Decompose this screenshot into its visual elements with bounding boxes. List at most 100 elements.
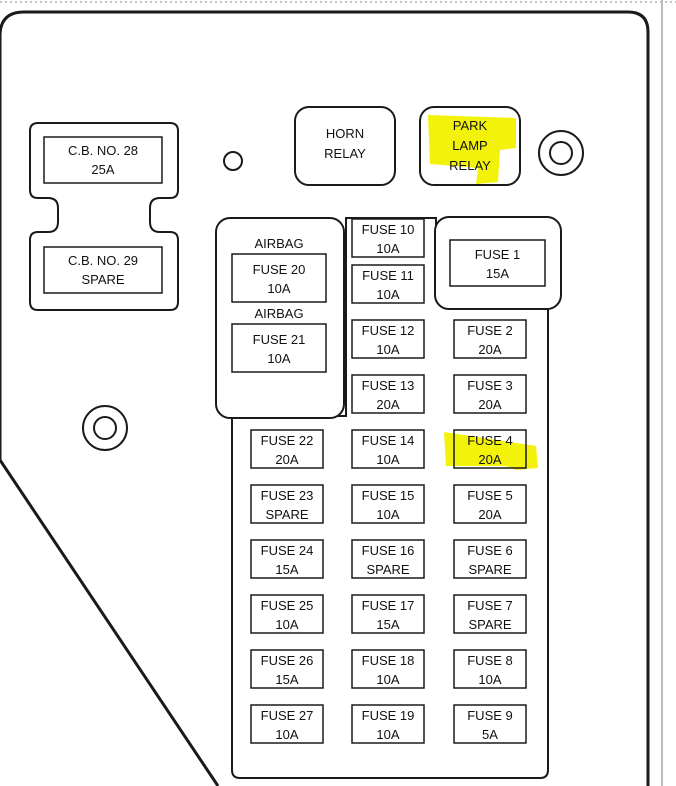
fuse-4-slot <box>453 429 527 469</box>
fuse-8-rating: 10A <box>478 672 501 687</box>
fuse-12-name: FUSE 12 <box>362 323 415 338</box>
fuse-22-slot <box>250 429 324 469</box>
fuse-11-rating: 10A <box>376 287 399 302</box>
fuse-2-rating: 20A <box>478 342 501 357</box>
small-mounting-hole <box>223 151 243 171</box>
fuse-19-name: FUSE 19 <box>362 708 415 723</box>
fuse-17-rating: 15A <box>376 617 399 632</box>
fuse-16-rating: SPARE <box>366 562 409 577</box>
fuse-3-rating: 20A <box>478 397 501 412</box>
left-mounting-hole-outer <box>82 405 128 451</box>
fuse-17-slot <box>351 594 425 634</box>
fuse-23-name: FUSE 23 <box>261 488 314 503</box>
fuse-7-rating: SPARE <box>468 617 511 632</box>
fuse-21-slot <box>231 323 327 373</box>
fuse-14-rating: 10A <box>376 452 399 467</box>
fuse-27-name: FUSE 27 <box>261 708 314 723</box>
fuse-6-slot <box>453 539 527 579</box>
fuse-15-slot <box>351 484 425 524</box>
fuse-24-rating: 15A <box>275 562 298 577</box>
fuse-5-rating: 20A <box>478 507 501 522</box>
circuit-breaker-29-rating: SPARE <box>81 272 124 287</box>
circuit-breaker-holder <box>29 122 179 311</box>
airbag-label-lower: AIRBAG <box>254 306 303 321</box>
fuse-6-name: FUSE 6 <box>467 543 513 558</box>
fuse-9-rating: 5A <box>482 727 498 742</box>
fuse-8-slot <box>453 649 527 689</box>
park-lamp-relay-line-1: PARK <box>453 118 488 133</box>
fuse-11-slot <box>351 264 425 304</box>
fuse-10-rating: 10A <box>376 241 399 256</box>
fuse-23-rating: SPARE <box>265 507 308 522</box>
fuse-8-name: FUSE 8 <box>467 653 513 668</box>
fuse-panel-outline <box>0 10 650 786</box>
fuse-1-slot <box>449 239 546 287</box>
fuse-20-name: FUSE 20 <box>253 262 306 277</box>
fuse-14-name: FUSE 14 <box>362 433 415 448</box>
fuse-2-name: FUSE 2 <box>467 323 513 338</box>
fuse-6-rating: SPARE <box>468 562 511 577</box>
fuse-22-rating: 20A <box>275 452 298 467</box>
park-lamp-relay-highlight <box>428 115 516 184</box>
park-lamp-relay-line-2: LAMP <box>452 138 487 153</box>
fuse-11-name: FUSE 11 <box>362 268 414 283</box>
fuse-1-rating: 15A <box>486 266 509 281</box>
fuse-25-rating: 10A <box>275 617 298 632</box>
fuse-1-name: FUSE 1 <box>475 247 521 262</box>
fuse-10-name: FUSE 10 <box>362 222 415 237</box>
fuse-3-name: FUSE 3 <box>467 378 513 393</box>
fuse-26-rating: 15A <box>275 672 298 687</box>
fuse-12-rating: 10A <box>376 342 399 357</box>
right-mounting-hole-inner <box>549 141 573 165</box>
fuse-15-name: FUSE 15 <box>362 488 415 503</box>
fuse-18-rating: 10A <box>376 672 399 687</box>
fuse-26-slot <box>250 649 324 689</box>
fuse-19-slot <box>351 704 425 744</box>
fuse-21-name: FUSE 21 <box>253 332 306 347</box>
fuse-12-slot <box>351 319 425 359</box>
circuit-breaker-28-name: C.B. NO. 28 <box>68 143 138 158</box>
fuse-17-name: FUSE 17 <box>362 598 415 613</box>
main-fuse-block <box>231 217 549 779</box>
horn-relay-line-1: HORN <box>326 126 364 141</box>
left-mounting-hole-inner <box>93 416 117 440</box>
airbag-label-upper: AIRBAG <box>254 236 303 251</box>
fuse-18-slot <box>351 649 425 689</box>
fuse-24-name: FUSE 24 <box>261 543 314 558</box>
circuit-breaker-29-name: C.B. NO. 29 <box>68 253 138 268</box>
fuse-23-slot <box>250 484 324 524</box>
fuse-1-group <box>434 216 562 310</box>
horn-relay <box>294 106 396 186</box>
fuse-7-name: FUSE 7 <box>467 598 513 613</box>
park-lamp-relay-line-3: RELAY <box>449 158 491 173</box>
fuse-4-rating: 20A <box>478 452 501 467</box>
fuse-15-rating: 10A <box>376 507 399 522</box>
fuse-25-name: FUSE 25 <box>261 598 314 613</box>
fuse-16-name: FUSE 16 <box>362 543 415 558</box>
horn-relay-line-2: RELAY <box>324 146 366 161</box>
fuse-5-name: FUSE 5 <box>467 488 513 503</box>
fuse-20-slot <box>231 253 327 303</box>
fuse-5-slot <box>453 484 527 524</box>
fuse-4-name: FUSE 4 <box>467 433 513 448</box>
fuse-26-name: FUSE 26 <box>261 653 314 668</box>
fuse-7-slot <box>453 594 527 634</box>
fuse-14-slot <box>351 429 425 469</box>
fuse-13-slot <box>351 374 425 414</box>
circuit-breaker-29 <box>43 246 163 294</box>
fuse-24-slot <box>250 539 324 579</box>
fuse-22-name: FUSE 22 <box>261 433 314 448</box>
fuse-9-name: FUSE 9 <box>467 708 513 723</box>
airbag-fuse-group <box>215 217 345 419</box>
fuse-21-rating: 10A <box>267 351 290 366</box>
fuse-4-highlight <box>444 432 538 470</box>
park-lamp-relay <box>419 106 521 186</box>
fuse-19-rating: 10A <box>376 727 399 742</box>
fuse-27-rating: 10A <box>275 727 298 742</box>
circuit-breaker-28 <box>43 136 163 184</box>
circuit-breaker-28-rating: 25A <box>91 162 114 177</box>
panel-diagonal-edge <box>0 459 220 786</box>
fuse-2-slot <box>453 319 527 359</box>
